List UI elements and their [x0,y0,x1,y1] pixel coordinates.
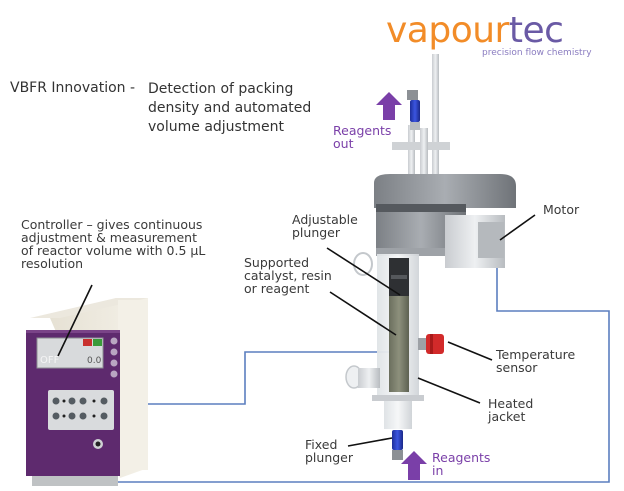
port-panel [48,390,114,430]
display-status: OFF [40,355,60,366]
temperature-sensor [426,334,444,354]
reagents-in-arrow [401,451,427,480]
reagents-out-label: Reagents out [333,123,392,151]
title-description: Detection of packing density and automat… [148,81,312,135]
fixed-plunger-leader [347,437,393,447]
controller-button-1 [110,337,118,345]
temperature-sensor-leader [447,341,493,361]
title-prefix: VBFR Innovation - [10,80,136,96]
motor-leader [499,214,536,241]
controller-to-reactor-cable [106,351,395,405]
controller-button-4 [110,370,118,378]
controller-button-2 [110,348,118,356]
outlet-fitting [410,100,420,122]
catalyst-leader [329,291,397,336]
adjustable-plunger-label: Adjustable plunger [292,212,358,240]
controller-leader [57,284,93,357]
inlet-fitting [392,430,403,450]
controller-button-3 [110,359,118,367]
display-value: 0.0 [87,356,102,366]
leader-lines [57,214,536,447]
fixed-plunger-label: Fixed plunger [305,437,354,465]
vapourtec-logo: vapourtec [386,10,564,51]
temperature-sensor-label: Temperature sensor [496,347,576,375]
supported-catalyst-label: Supported catalyst, resin or reagent [244,255,332,296]
controller-unit: OFF 0.0 [26,298,148,486]
controller-label: Controller – gives continuous adjustment… [21,217,206,271]
heated-jacket-leader [417,377,481,404]
reagents-in-label: Reagents in [432,450,491,478]
catalyst-packing [389,296,409,392]
reagents-out-arrow [376,92,402,120]
logo-tagline: precision flow chemistry [482,48,592,58]
adjustable-plunger-leader [326,247,401,296]
motor-label: Motor [543,202,580,217]
heated-jacket-label: Heated jacket [488,396,534,424]
